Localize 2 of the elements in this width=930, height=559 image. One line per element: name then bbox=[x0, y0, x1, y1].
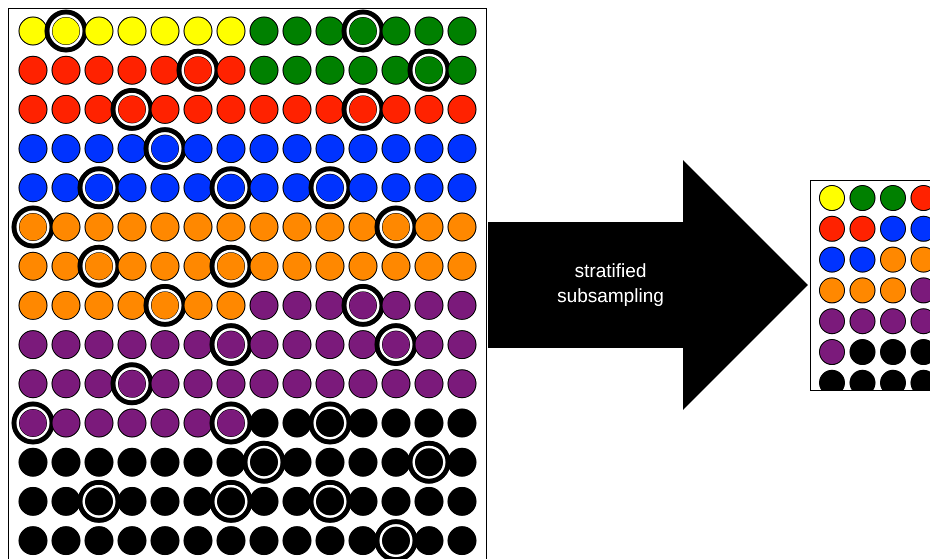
block-arrow bbox=[488, 160, 808, 410]
edge-label: stratified subsampling bbox=[556, 260, 665, 309]
